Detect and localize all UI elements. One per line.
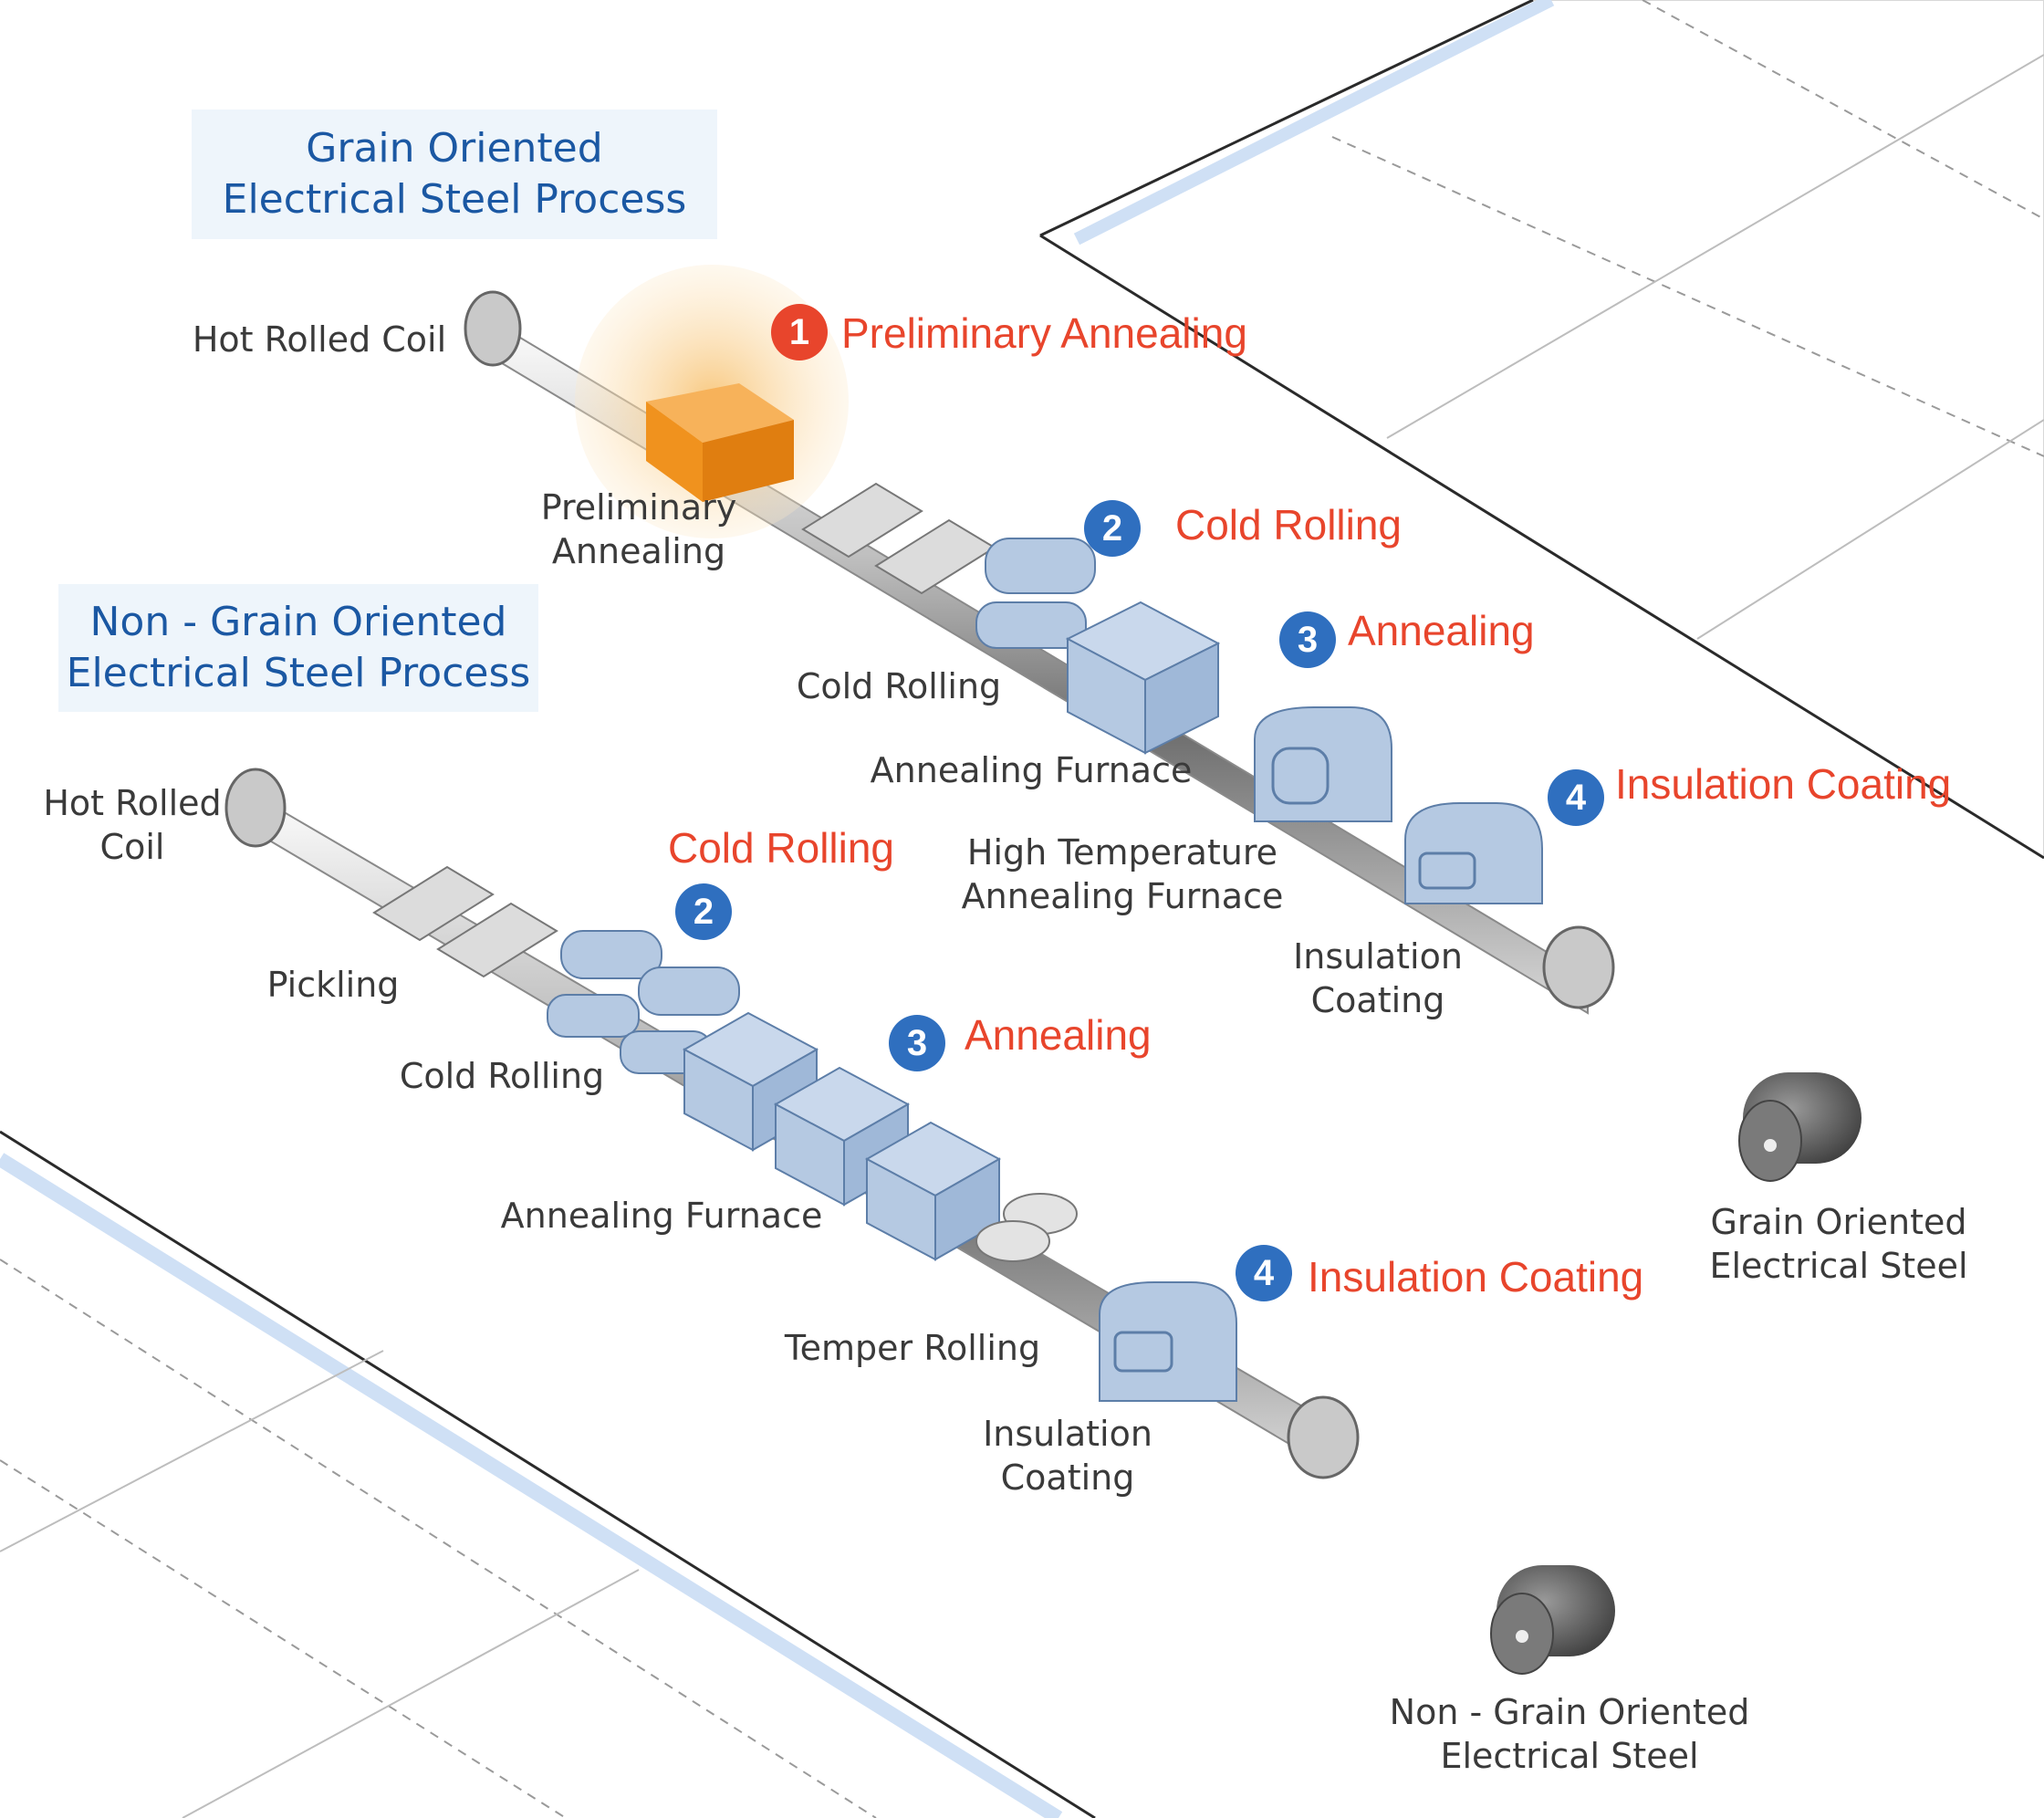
go-preliminary-annealing-label: Preliminary Annealing	[540, 487, 737, 571]
non-grain-oriented-line	[224, 768, 1360, 1479]
ngo-insulation-coating-label: Insulation Coating	[983, 1414, 1152, 1498]
go-step-1-label: Preliminary Annealing	[841, 309, 1247, 357]
exit-roll	[1542, 925, 1615, 1009]
ngo-cold-rolling-label: Cold Rolling	[399, 1056, 605, 1096]
high-temp-annealing-furnace	[1254, 706, 1392, 822]
go-step-3-badge: 3	[1279, 611, 1336, 668]
ngo-step-3-badge: 3	[889, 1015, 945, 1071]
go-step-3-label: Annealing	[1348, 607, 1535, 654]
ngo-insulation-coating-unit	[1099, 1281, 1237, 1402]
ngo-step-2-badge: 2	[675, 883, 732, 940]
hot-rolled-coil-roll	[464, 290, 522, 367]
go-hot-rolled-coil-label: Hot Rolled Coil	[192, 319, 447, 360]
grain-oriented-line	[464, 265, 1615, 1015]
go-insulation-coating-label: Insulation Coating	[1293, 936, 1463, 1020]
floor-plate-bottom	[0, 1130, 1096, 1818]
high-temp-annealing-label: High Temperature Annealing Furnace	[961, 832, 1284, 916]
temper-rolling-stand	[975, 1193, 1078, 1262]
grain-oriented-product-coil	[1738, 1072, 1862, 1182]
go-step-2-badge: 2	[1084, 500, 1141, 557]
ngo-step-4-badge: 4	[1236, 1245, 1292, 1301]
go-cold-rolling-label: Cold Rolling	[796, 666, 1002, 706]
grain-annealing-furnace	[1065, 601, 1221, 755]
ngo-step-2-label: Cold Rolling	[668, 824, 895, 872]
go-step-4-label: Insulation Coating	[1615, 760, 1952, 808]
ngo-coil-roll	[224, 768, 287, 848]
grain-cold-rolling-stands	[801, 482, 1096, 649]
ngo-step-3-label: Annealing	[965, 1011, 1152, 1059]
ngo-exit-roll	[1287, 1395, 1360, 1479]
non-grain-oriented-product-coil	[1490, 1565, 1615, 1675]
go-step-4-badge: 4	[1548, 769, 1604, 826]
ngo-annealing-furnace-label: Annealing Furnace	[500, 1196, 823, 1236]
non-grain-oriented-title: Non - Grain Oriented Electrical Steel Pr…	[58, 584, 538, 712]
temper-rolling-label: Temper Rolling	[784, 1328, 1041, 1368]
go-annealing-furnace-label: Annealing Furnace	[870, 750, 1193, 790]
ngo-annealing-furnaces	[682, 1011, 1002, 1261]
ngo-product-label: Non - Grain Oriented Electrical Steel	[1389, 1692, 1750, 1776]
ngo-step-4-label: Insulation Coating	[1308, 1253, 1644, 1301]
grain-insulation-coating-unit	[1404, 802, 1543, 904]
go-product-label: Grain Oriented Electrical Steel	[1709, 1202, 1968, 1286]
grain-oriented-title: Grain Oriented Electrical Steel Process	[192, 110, 717, 239]
go-step-1-badge: 1	[771, 304, 828, 360]
ngo-hot-rolled-coil-label: Hot Rolled Coil	[43, 783, 222, 867]
floor-plate-top	[1038, 0, 2044, 860]
pickling-stands	[372, 865, 558, 978]
go-step-2-label: Cold Rolling	[1175, 501, 1403, 549]
preliminary-annealing-furnace	[646, 383, 794, 502]
pickling-label: Pickling	[266, 965, 400, 1005]
